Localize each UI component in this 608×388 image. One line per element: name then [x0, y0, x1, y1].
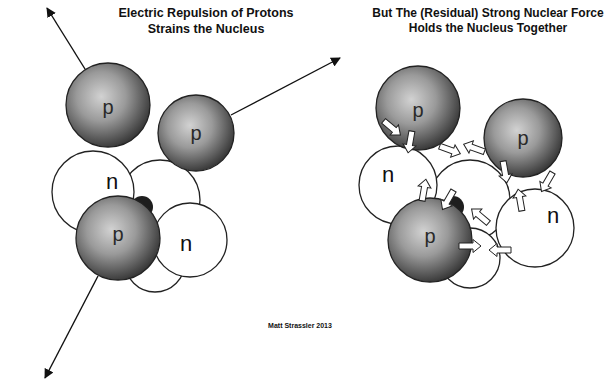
neutron-letter: n	[382, 164, 394, 186]
proton-sphere: p	[157, 94, 235, 172]
proton-sphere: p	[65, 62, 151, 148]
force-arrow	[437, 187, 459, 213]
force-arrow	[461, 138, 486, 158]
force-arrow	[489, 244, 511, 257]
force-arrow	[497, 160, 514, 184]
proton-sphere: p	[375, 65, 461, 151]
proton-letter: p	[190, 123, 201, 143]
force-arrow	[467, 204, 492, 228]
proton-letter: p	[112, 224, 123, 244]
force-arrow	[536, 169, 558, 195]
credit-note: Matt Strassler 2013	[255, 322, 345, 331]
sphere-circle	[153, 203, 227, 277]
proton-sphere: p	[483, 98, 563, 178]
sphere-circle	[496, 189, 574, 267]
force-arrow	[512, 188, 529, 212]
force-arrow	[459, 240, 481, 253]
neutron-letter: n	[106, 171, 118, 193]
neutron-letter: n	[547, 205, 559, 227]
sphere-circle	[484, 99, 562, 177]
force-arrow	[437, 140, 462, 160]
neutron-sphere: n	[152, 202, 228, 278]
proton-letter: p	[412, 100, 423, 120]
neutron-sphere: n	[495, 188, 575, 268]
force-arrow	[416, 178, 433, 202]
proton-sphere: p	[387, 197, 473, 283]
proton-letter: p	[424, 226, 435, 246]
repulsion-arrow	[47, 8, 85, 69]
proton-letter: p	[102, 97, 113, 117]
repulsion-arrow	[231, 58, 340, 115]
sphere-circle	[376, 66, 460, 150]
sphere-outline	[495, 188, 575, 268]
panel-heading: Electric Repulsion of Protons Strains th…	[100, 6, 312, 37]
sphere-circle	[388, 198, 472, 282]
force-arrow	[379, 116, 404, 140]
repulsion-arrow	[45, 276, 98, 378]
force-arrow	[402, 130, 419, 154]
proton-sphere: p	[75, 195, 161, 281]
sphere-circle	[66, 63, 150, 147]
panel-heading: But The (Residual) Strong Nuclear Force …	[372, 6, 604, 36]
neutron-letter: n	[180, 233, 192, 255]
sphere-circle	[76, 196, 160, 280]
sphere-circle	[158, 95, 234, 171]
proton-letter: p	[517, 128, 528, 148]
